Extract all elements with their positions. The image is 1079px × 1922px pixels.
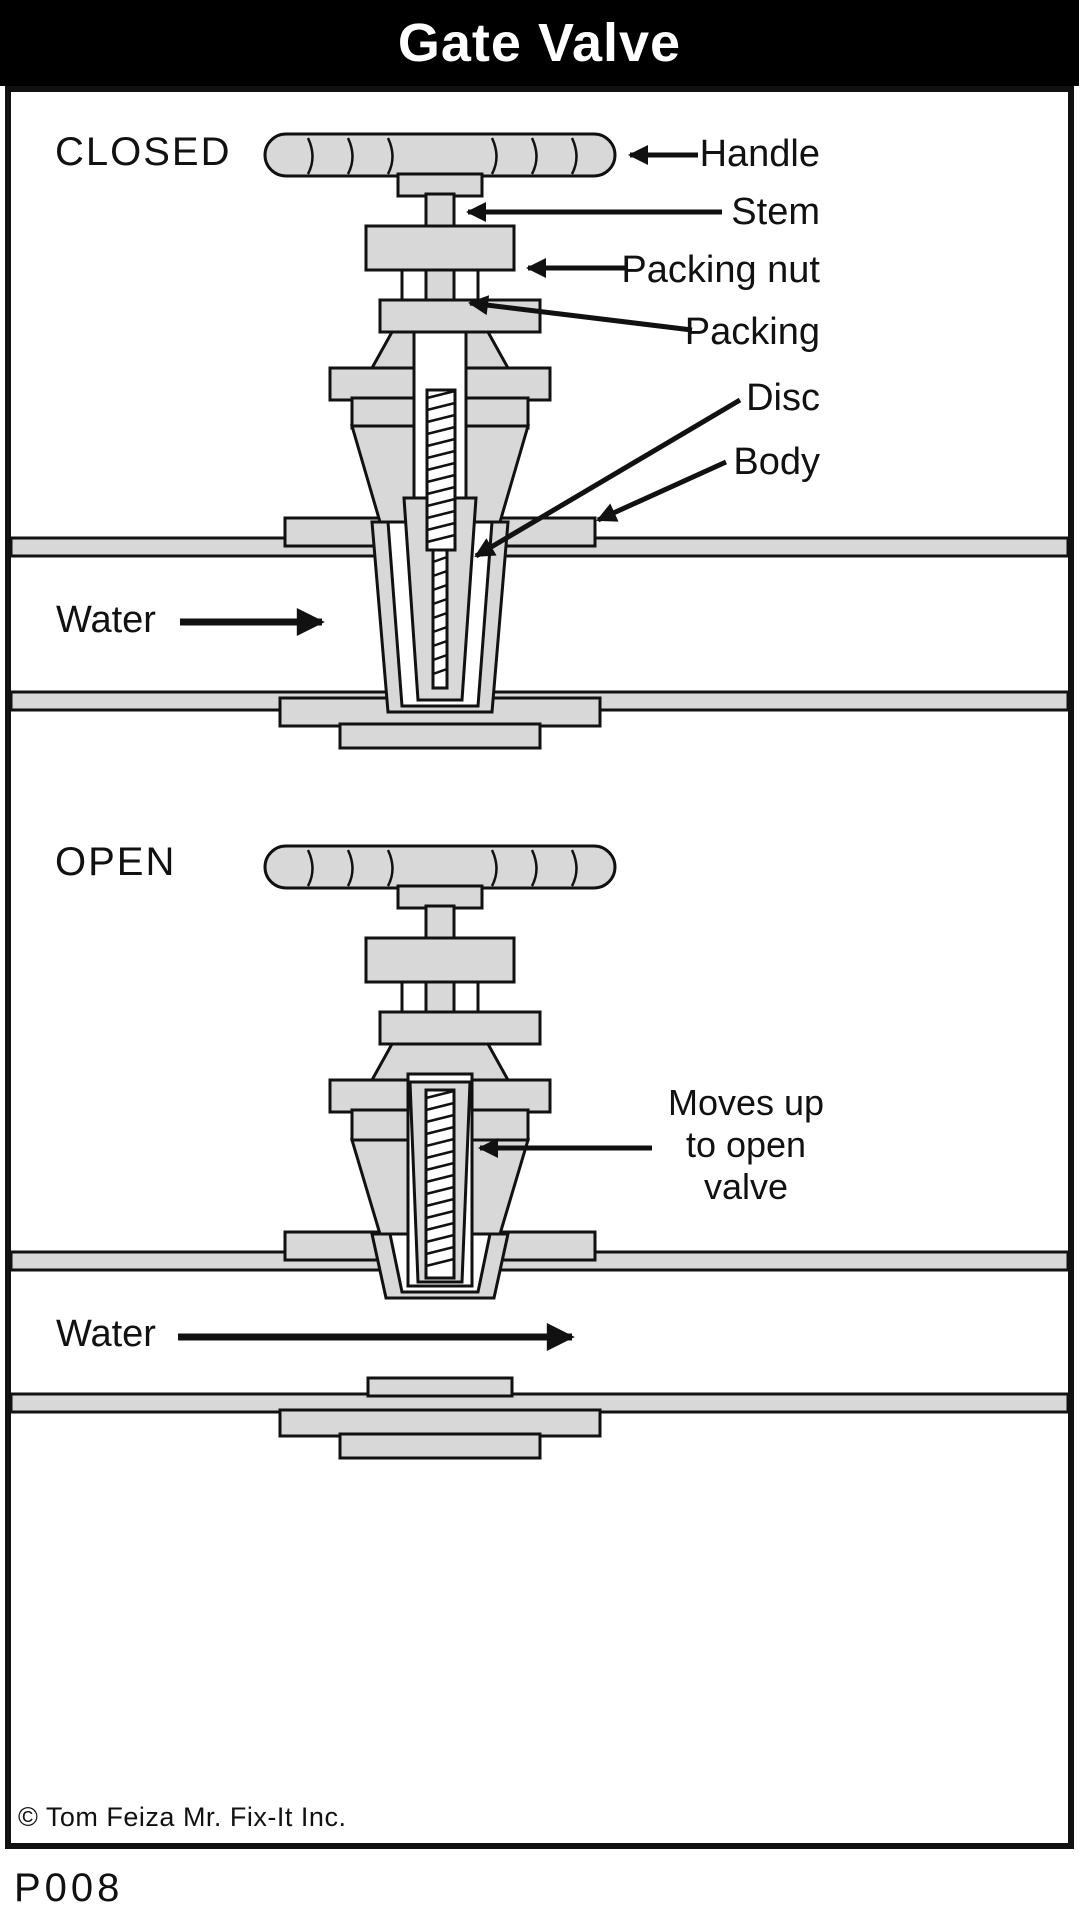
label-stem: Stem xyxy=(731,191,820,233)
label-handle: Handle xyxy=(699,133,820,175)
diagram-title: Gate Valve xyxy=(397,13,682,73)
label-packing: Packing xyxy=(684,311,820,353)
figure-code: P008 xyxy=(14,1866,124,1910)
moves-up-note-line3: valve xyxy=(703,1166,789,1207)
title-bar: Gate Valve xyxy=(0,0,1079,86)
label-body: Body xyxy=(733,441,820,483)
label-disc: Disc xyxy=(746,377,820,419)
closed-state-label: CLOSED xyxy=(55,130,232,174)
closed-water-label: Water xyxy=(56,599,156,641)
moves-up-note-line1: Moves up xyxy=(667,1082,825,1123)
open-water-label: Water xyxy=(56,1313,156,1355)
moves-up-note-line2: to open xyxy=(685,1124,807,1165)
copyright-text: © Tom Feiza Mr. Fix-It Inc. xyxy=(18,1802,347,1832)
open-state-label: OPEN xyxy=(55,840,177,884)
label-packing-nut: Packing nut xyxy=(621,249,820,291)
moves-up-note: Moves up to open valve xyxy=(648,1082,844,1208)
diagram-panel xyxy=(5,86,1074,1849)
